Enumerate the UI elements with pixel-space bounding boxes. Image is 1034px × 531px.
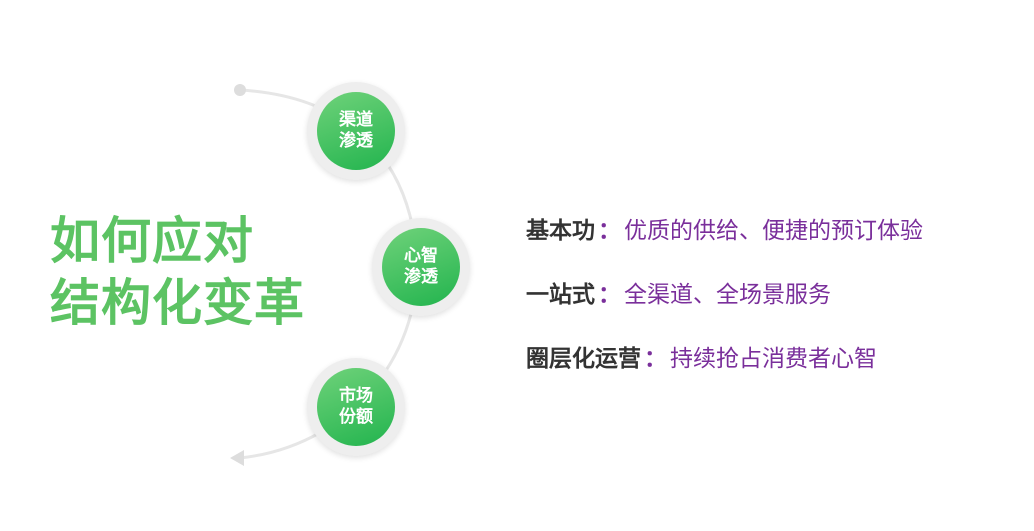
node-mind-penetration: 心智 渗透 — [372, 218, 470, 316]
key-point-label: 一站式 — [526, 282, 595, 308]
key-point: 圈层化运营 ： 持续抢占消费者心智 — [526, 324, 923, 388]
node-channel-penetration: 渠道 渗透 — [307, 82, 405, 180]
key-point-colon: ： — [598, 282, 621, 308]
main-title-line2: 结构化变革 — [50, 274, 305, 332]
node-label-line1: 心智 — [404, 246, 438, 266]
key-point-value: 持续抢占消费者心智 — [670, 346, 877, 372]
key-point-label: 圈层化运营 — [526, 346, 641, 372]
node-market-share: 市场 份额 — [307, 358, 405, 456]
node-label-line1: 市场 — [339, 386, 373, 406]
key-point-label: 基本功 — [526, 218, 595, 244]
key-point: 基本功 ： 优质的供给、便捷的预订体验 — [526, 196, 923, 260]
node-label-line2: 渗透 — [339, 131, 373, 151]
node-label-line1: 渠道 — [339, 110, 373, 130]
main-title-line1: 如何应对 — [50, 212, 254, 270]
node-label-line2: 份额 — [339, 407, 373, 427]
key-points-list: 基本功 ： 优质的供给、便捷的预订体验 一站式 ： 全渠道、全场景服务 圈层化运… — [526, 196, 923, 388]
arc-end-arrow-icon — [230, 450, 244, 466]
key-point-value: 全渠道、全场景服务 — [624, 282, 831, 308]
key-point: 一站式 ： 全渠道、全场景服务 — [526, 260, 923, 324]
key-point-value: 优质的供给、便捷的预订体验 — [624, 218, 923, 244]
node-label-line2: 渗透 — [404, 267, 438, 287]
key-point-colon: ： — [644, 346, 667, 372]
arc-start-dot — [234, 84, 246, 96]
main-title: 如何应对 结构化变革 — [50, 210, 305, 334]
key-point-colon: ： — [598, 218, 621, 244]
